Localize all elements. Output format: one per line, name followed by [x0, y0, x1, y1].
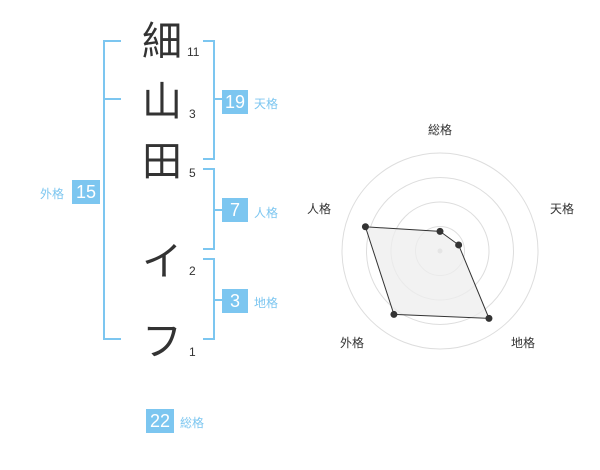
radar-point-0 [436, 227, 444, 235]
name-char-4: イ [142, 239, 182, 285]
radar-axis-label-tenkaku: 天格 [550, 202, 575, 216]
name-char-2: 山 [142, 79, 182, 125]
name-char-5: フ [142, 319, 182, 365]
radar-grid-ring [341, 152, 539, 350]
radar-axis-label-jinkaku: 人格 [307, 202, 332, 216]
radar-axis-label-soukaku: 総格 [428, 123, 453, 137]
soukaku-badge: 22 [146, 409, 174, 433]
stroke-count-4: 2 [189, 264, 196, 278]
soukaku-label: 総格 [180, 416, 205, 430]
stroke-count-1: 11 [187, 45, 200, 59]
radar-point-4 [361, 223, 369, 231]
name-char-1: 細 [142, 19, 182, 65]
radar-axis-label-gaikaku: 外格 [340, 336, 365, 350]
chikaku-label: 地格 [254, 296, 279, 310]
gaikaku-label: 外格 [40, 187, 65, 201]
stroke-count-2: 3 [189, 107, 196, 121]
radar-grid-ring [366, 177, 514, 325]
gaikaku-badge: 15 [72, 180, 100, 204]
chikaku-badge: 3 [222, 289, 248, 313]
radar-point-3 [390, 310, 398, 318]
stroke-count-5: 1 [189, 345, 196, 359]
radar-point-1 [455, 241, 463, 249]
stroke-count-3: 5 [189, 166, 196, 180]
jinkaku-label: 人格 [254, 206, 279, 220]
jinkaku-badge: 7 [222, 198, 248, 222]
radar-point-2 [485, 314, 493, 322]
tenkaku-label: 天格 [254, 97, 279, 111]
name-char-3: 田 [142, 139, 182, 185]
gaikaku-bracket [103, 40, 121, 340]
tenkaku-badge: 19 [222, 90, 248, 114]
radar-series-polygon [364, 226, 490, 319]
radar-axis-label-chikaku: 地格 [511, 336, 536, 350]
